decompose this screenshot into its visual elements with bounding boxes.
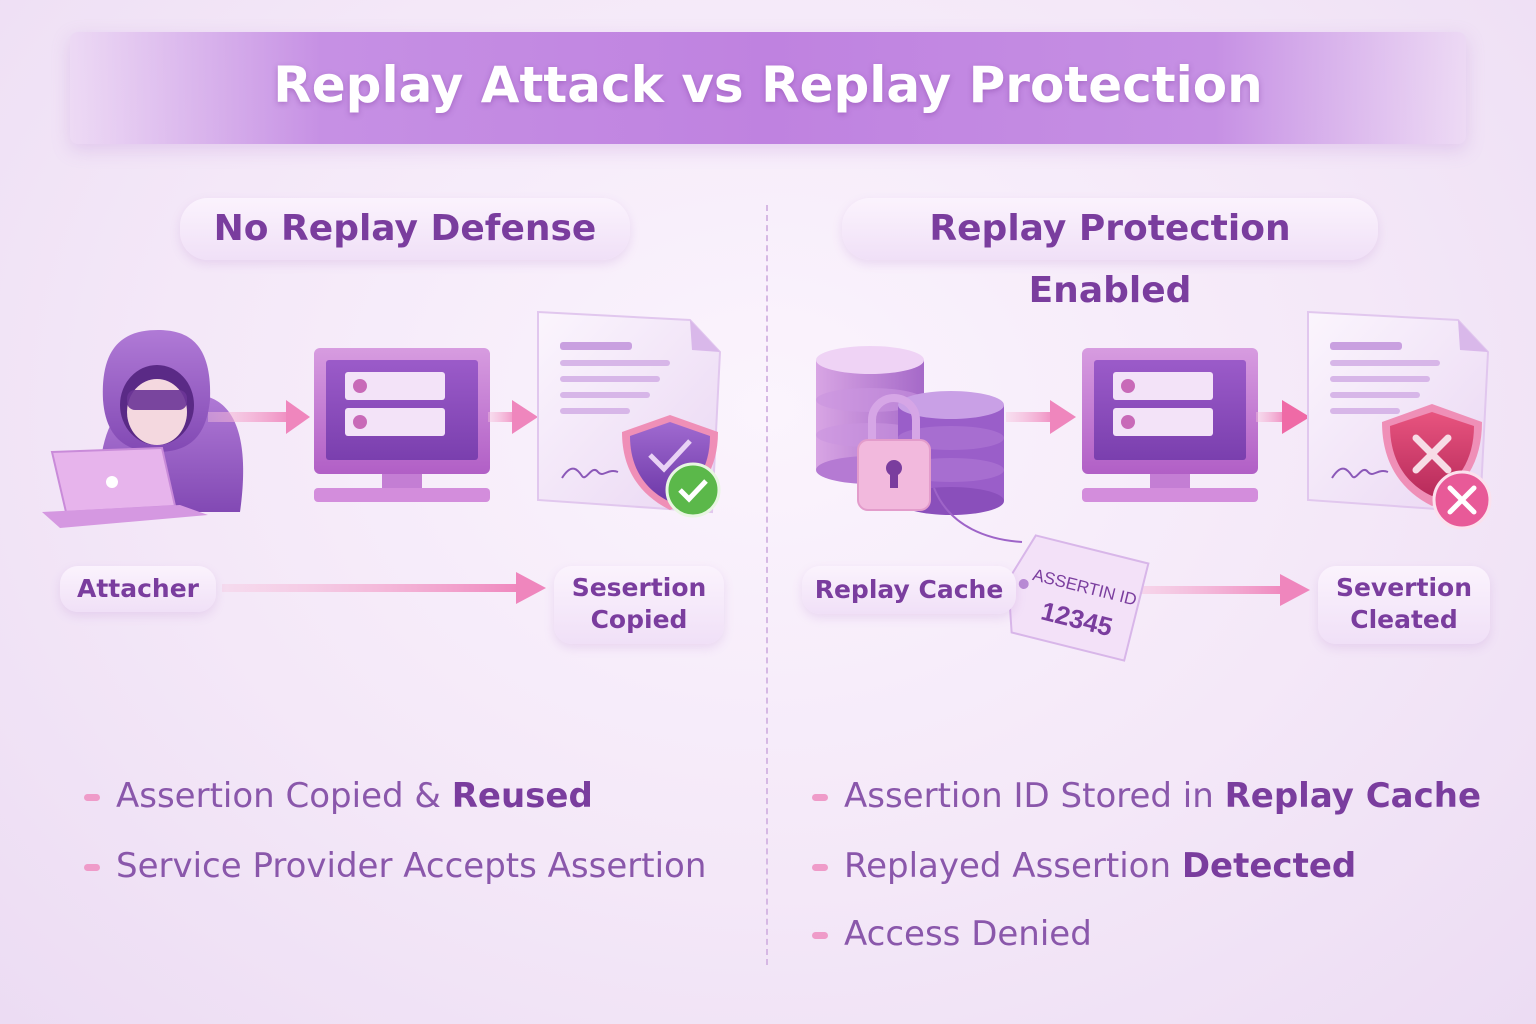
shield-x-icon: [1382, 404, 1492, 530]
title-banner: [70, 32, 1466, 144]
right-bullet-2: Replayed Assertion Detected: [812, 846, 1356, 886]
bullet-text: Service Provider Accepts Assertion: [116, 846, 707, 886]
right-bullet-3: Access Denied: [812, 914, 1092, 954]
flow-arrow: [208, 400, 310, 434]
left-result-label: Sesertion Copied: [554, 566, 724, 644]
bullet-dash-icon: [84, 794, 100, 801]
tag-string: [933, 487, 1023, 543]
id-tag-icon: ASSERTIN ID 12345: [1007, 534, 1150, 662]
bullet-dash-icon: [812, 932, 828, 939]
attacker-label: Attacher: [60, 566, 216, 612]
bullet-strong: Reused: [451, 776, 593, 816]
flow-arrow: [1006, 400, 1076, 434]
flow-arrow: [1116, 574, 1310, 606]
bullet-text: Assertion Copied &: [116, 776, 452, 816]
monitor-login-form-icon: [1082, 348, 1258, 502]
right-result-line1: Severtion: [1335, 573, 1473, 602]
bullet-dash-icon: [812, 864, 828, 871]
shield-check-icon: [622, 415, 721, 518]
right-bullet-1: Assertion ID Stored in Replay Cache: [812, 776, 1481, 816]
left-result-line2: Copied: [590, 605, 688, 634]
page-title: Replay Attack vs Replay Protection: [273, 56, 1263, 114]
flow-arrow: [488, 400, 538, 434]
left-result-line1: Sesertion: [571, 573, 707, 602]
hooded-attacker-icon: [99, 330, 244, 512]
center-divider: [766, 205, 768, 965]
flow-arrow: [1256, 400, 1310, 434]
bullet-strong: Detected: [1181, 846, 1357, 886]
bullet-dash-icon: [812, 794, 828, 801]
left-bullet-2: Service Provider Accepts Assertion: [84, 846, 706, 886]
flow-arrow: [222, 572, 546, 604]
bullet-text: Assertion ID Stored in: [844, 776, 1225, 816]
padlock-icon: [857, 394, 931, 511]
monitor-login-form-icon: [314, 348, 490, 502]
laptop-icon: [42, 446, 208, 528]
replay-cache-label: Replay Cache: [802, 566, 1016, 614]
left-bullet-1: Assertion Copied & Reused: [84, 776, 593, 816]
right-heading: Replay Protection Enabled: [842, 198, 1378, 311]
right-result-label: Severtion Cleated: [1318, 566, 1490, 644]
bullet-strong: Replay Cache: [1224, 776, 1482, 816]
bullet-text: Replayed Assertion: [844, 846, 1182, 886]
left-heading: No Replay Defense: [180, 198, 630, 260]
right-result-line2: Cleated: [1350, 605, 1458, 634]
bullet-dash-icon: [84, 864, 100, 871]
bullet-text: Access Denied: [844, 914, 1092, 954]
